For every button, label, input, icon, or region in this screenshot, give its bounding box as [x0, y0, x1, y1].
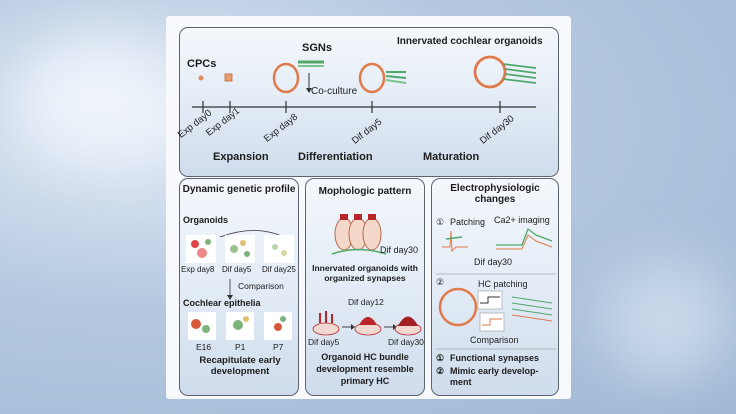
cpc-cell-icon	[198, 75, 204, 81]
organoid-day-exp8: Exp day8	[181, 265, 215, 274]
morpho-day30: Dif day30	[380, 245, 419, 255]
morpho-conclusion: Organoid HC bundle development resemble …	[316, 352, 414, 386]
umap-p7-icon	[264, 312, 292, 340]
morpho-day30b: Dif day30	[388, 337, 424, 347]
organoid-day-dif5: Dif day5	[222, 265, 252, 274]
electrophysiology-graphics	[436, 227, 556, 350]
electro-conclusion2: Mimic early develop-ment	[450, 366, 539, 387]
organoid-day5-icon	[358, 62, 386, 94]
morpho-day12: Dif day12	[348, 297, 384, 307]
umap-dif-day5-icon	[225, 235, 255, 263]
innervated-organoid-icon	[473, 55, 507, 89]
genetic-graphics	[186, 230, 294, 340]
sgns-label: SGNs	[302, 42, 332, 54]
background-blob	[20, 40, 180, 160]
morpho-day5: Dif day5	[308, 337, 340, 347]
timeline-graphics	[192, 55, 537, 113]
electro-num2: ②	[436, 277, 445, 287]
morphologic-panel: Mophologic pattern Dif day30 Innervated …	[305, 178, 425, 396]
genetic-profile-panel: Dynamic genetic profile Organoids Exp da…	[179, 178, 299, 396]
stage-differentiation: Differentiation	[298, 151, 373, 163]
hc-bundle-day30-icon	[394, 316, 422, 336]
cpcs-label: CPCs	[187, 58, 217, 70]
cochlear-p7: P7	[273, 342, 284, 352]
genetic-conclusion: Recapitulate early development	[199, 355, 281, 377]
timeline-panel: CPCs SGNs Innervated cochlear organoids …	[176, 27, 559, 177]
innervated-label: Innervated cochlear organoids	[397, 36, 543, 47]
cpc-cluster-icon	[224, 73, 233, 82]
hc-patching-label: HC patching	[478, 279, 528, 289]
hc-bundle-day5-icon	[312, 311, 340, 336]
background-blob	[600, 260, 730, 380]
electro-conclusion1: Functional synapses	[450, 353, 540, 363]
genetic-title: Dynamic genetic profile	[182, 184, 296, 195]
patching-trace-icon	[442, 230, 468, 253]
cochlear-label: Cochlear epithelia	[183, 298, 261, 308]
organoids-label: Organoids	[183, 215, 229, 225]
hc-organoid-icon	[438, 287, 478, 327]
stage-expansion: Expansion	[213, 151, 269, 163]
electro-day30: Dif day30	[474, 257, 513, 267]
neuron-bundle-day5-icon	[385, 71, 407, 84]
organoid-day-dif25: Dif day25	[262, 265, 296, 274]
ca-imaging-label: Ca2+ imaging	[494, 215, 550, 225]
coculture-label: Co-culture	[311, 86, 358, 97]
calcium-imaging-trace-icon	[496, 227, 553, 250]
comparison-traces-icon	[511, 296, 553, 322]
umap-e16-icon	[188, 312, 216, 340]
morpho-title: Mophologic pattern	[318, 186, 412, 197]
electro-comparison: Comparison	[470, 335, 519, 345]
electro-conclusion-num1: ①	[436, 353, 445, 363]
hair-cell-bundle-icon	[331, 214, 387, 255]
neuron-bundle-day30-icon	[502, 63, 537, 84]
hc-bundle-day12-icon	[354, 317, 382, 336]
organoid-day8-icon	[272, 62, 300, 94]
umap-p1-icon	[226, 312, 254, 340]
comparison-label: Comparison	[238, 281, 284, 291]
umap-dif-day25-icon	[264, 235, 294, 263]
morphologic-graphics	[312, 214, 422, 336]
umap-exp-day8-icon	[186, 235, 216, 263]
electrophysiology-panel: Electrophysiologic changes ① Patching Ca…	[431, 178, 559, 396]
morpho-caption: Innervated organoids with organized syna…	[312, 263, 418, 283]
stage-maturation: Maturation	[423, 151, 480, 163]
cochlear-e16: E16	[196, 342, 212, 352]
electro-title: Electrophysiologic changes	[450, 183, 540, 205]
graphical-abstract: CPCs SGNs Innervated cochlear organoids …	[166, 16, 571, 399]
sgn-neurons-icon	[298, 60, 324, 67]
patching-label: Patching	[450, 217, 486, 227]
hc-patching-trace-icon	[477, 290, 505, 332]
cochlear-p1: P1	[235, 342, 246, 352]
electro-num1: ①	[436, 217, 445, 227]
electro-conclusion-num2: ②	[436, 366, 445, 376]
